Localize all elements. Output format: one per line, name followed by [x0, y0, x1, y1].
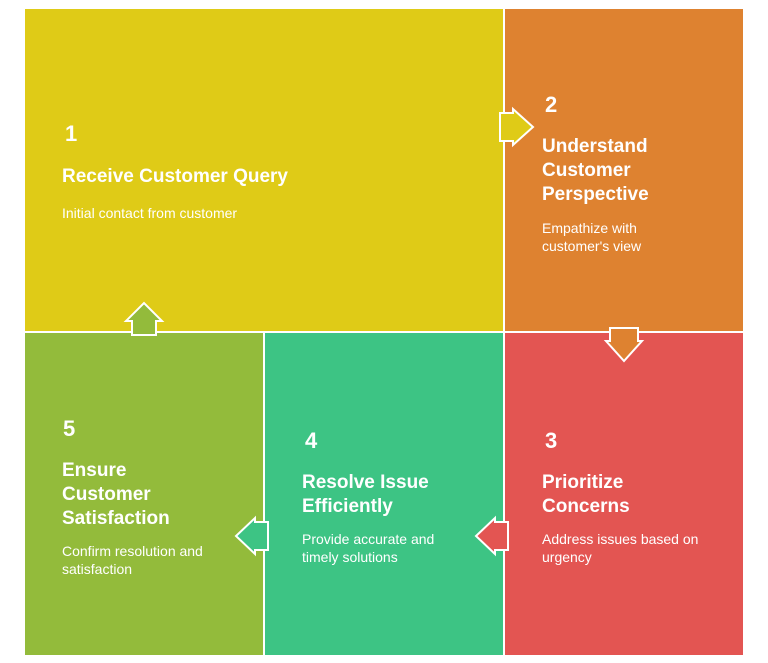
step-3-box: 3 Prioritize Concerns Address issues bas…	[505, 333, 743, 655]
step-1-box: 1 Receive Customer Query Initial contact…	[25, 9, 503, 331]
step-description: Confirm resolution and satisfaction	[62, 543, 203, 577]
step-description: Initial contact from customer	[62, 205, 238, 221]
step-title: Ensure Customer Satisfaction	[62, 460, 170, 529]
step-number: 5	[63, 416, 76, 441]
arrow-down-icon	[603, 327, 645, 363]
step-title: Prioritize Concerns	[542, 472, 630, 517]
step-5-box: 5 Ensure Customer Satisfaction Confirm r…	[25, 333, 263, 655]
arrow-up-icon	[123, 301, 165, 336]
arrow-left-icon	[234, 515, 269, 557]
step-description: Provide accurate and timely solutions	[302, 531, 435, 565]
step-title: Receive Customer Query	[62, 166, 288, 187]
step-4-box: 4 Resolve Issue Efficiently Provide accu…	[265, 333, 503, 655]
step-number: 2	[545, 92, 558, 117]
step-description: Address issues based on urgency	[542, 531, 699, 565]
step-2-box: 2 Understand Customer Perspective Empath…	[505, 9, 743, 331]
step-number: 3	[545, 428, 558, 453]
step-title: Understand Customer Perspective	[542, 136, 649, 205]
arrow-right-icon	[499, 106, 535, 148]
arrow-left-icon	[474, 515, 509, 557]
step-number: 4	[305, 428, 318, 453]
step-description: Empathize with customer's view	[542, 220, 642, 254]
step-number: 1	[65, 121, 78, 146]
step-title: Resolve Issue Efficiently	[302, 472, 429, 517]
